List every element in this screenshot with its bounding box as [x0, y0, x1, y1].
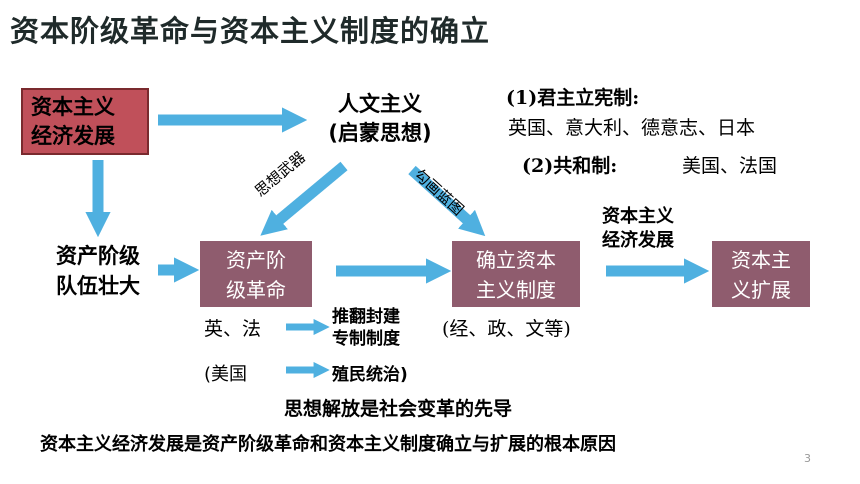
node-revolution: 资产阶 级革命	[200, 241, 312, 307]
node-capitalist-economy: 资本主义 经济发展	[21, 88, 149, 155]
node-expand: 资本主 义扩展	[712, 241, 810, 307]
system-constitutional-monarchy-countries: 英国、意大利、德意志、日本	[508, 117, 756, 139]
page-title: 资本阶级革命与资本主义制度的确立	[10, 14, 491, 48]
branch-usa-result: 殖民统治)	[332, 365, 408, 385]
branch-uk-france: 英、法	[204, 318, 262, 340]
page-number: 3	[804, 452, 811, 465]
node-establish: 确立资本 主义制度	[452, 241, 580, 307]
branch-uk-france-result: 推翻封建 专制制度	[332, 307, 400, 349]
conclusion-ideological-liberation: 思想解放是社会变革的先导	[284, 398, 513, 420]
system-republic-title: (2)共和制:	[522, 155, 618, 177]
conclusion-root-cause: 资本主义经济发展是资产阶级革命和资本主义制度确立与扩展的根本原因	[40, 434, 616, 455]
arrow-humanism-to-establish	[408, 165, 486, 237]
node-humanism: 人文主义 (启蒙思想)	[328, 92, 432, 145]
system-republic-countries: 美国、法国	[682, 155, 778, 177]
node-bourgeoisie: 资产阶级 队伍壮大	[56, 244, 140, 298]
arrow-humanism-to-revolution	[260, 161, 348, 236]
label-economy-development: 资本主义 经济发展	[602, 206, 674, 251]
system-constitutional-monarchy-title: (1)君主立宪制:	[506, 87, 640, 109]
branch-usa: (美国	[204, 364, 248, 385]
aspects-note: (经、政、文等)	[442, 318, 571, 340]
